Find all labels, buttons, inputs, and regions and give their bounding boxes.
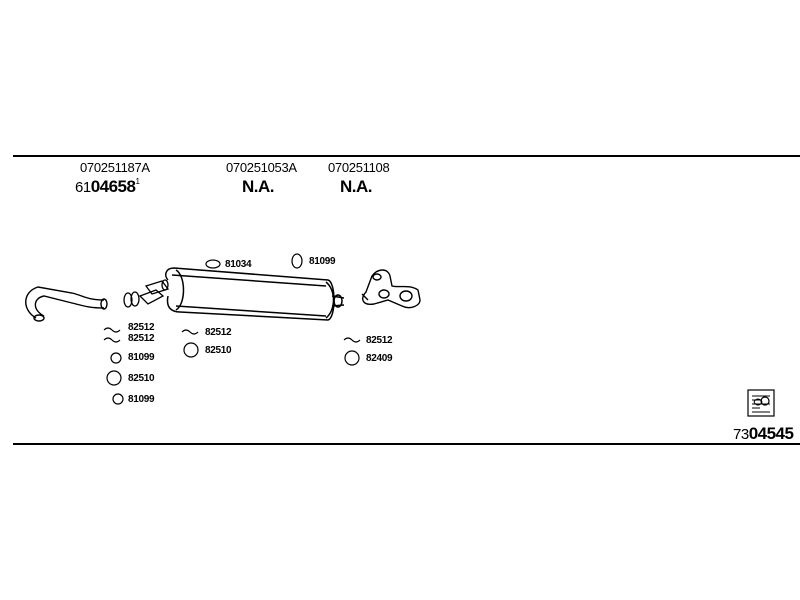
bottom-rule (13, 443, 800, 445)
footer-code-main: 04545 (748, 424, 794, 443)
clamp-82512-icon (181, 329, 199, 335)
muffler (165, 267, 345, 321)
label-82512-right: 82512 (366, 335, 393, 346)
ring-82510-icon (106, 370, 122, 386)
label-81099-left-1: 81099 (128, 352, 155, 363)
clamp-82512-icon (103, 337, 121, 343)
gasket-81099-icon (291, 253, 303, 269)
price-sup: 1 (135, 177, 140, 186)
part-number-1: 070251187A (80, 160, 150, 175)
label-82409: 82409 (366, 353, 393, 364)
part-number-2: 070251053A (226, 160, 297, 175)
catalog-icon (747, 389, 775, 417)
clamp-82512-icon (103, 327, 121, 333)
clamp-82512-icon (343, 337, 361, 343)
label-82510-mid: 82510 (205, 345, 232, 356)
front-pipe (361, 269, 421, 309)
pipe-clamps (123, 279, 170, 308)
gasket-81099-icon (110, 352, 122, 364)
ring-82510-icon (183, 342, 199, 358)
label-82510-left: 82510 (128, 373, 155, 384)
gasket-81099-icon (112, 393, 124, 405)
part-icons (103, 253, 361, 405)
price-prefix: 61 (75, 179, 91, 196)
status-2: N.A. (242, 177, 275, 196)
part-number-3: 070251108 (328, 160, 390, 175)
label-81099-left-2: 81099 (128, 394, 155, 405)
ring-82409-icon (344, 350, 360, 366)
label-81099-top: 81099 (309, 256, 336, 267)
top-rule (13, 155, 800, 157)
label-82512-left-2: 82512 (128, 333, 155, 344)
tail-pipe (25, 286, 108, 322)
price-code-1: 61046581 (75, 177, 140, 197)
label-82512-left-1: 82512 (128, 322, 155, 333)
price-main: 04658 (90, 177, 136, 196)
label-81034: 81034 (225, 259, 252, 270)
footer-code-prefix: 73 (733, 426, 749, 443)
status-3: N.A. (340, 177, 373, 196)
footer-code: 7304545 (733, 424, 794, 444)
label-82512-mid: 82512 (205, 327, 232, 338)
ring-81034-icon (205, 259, 221, 269)
